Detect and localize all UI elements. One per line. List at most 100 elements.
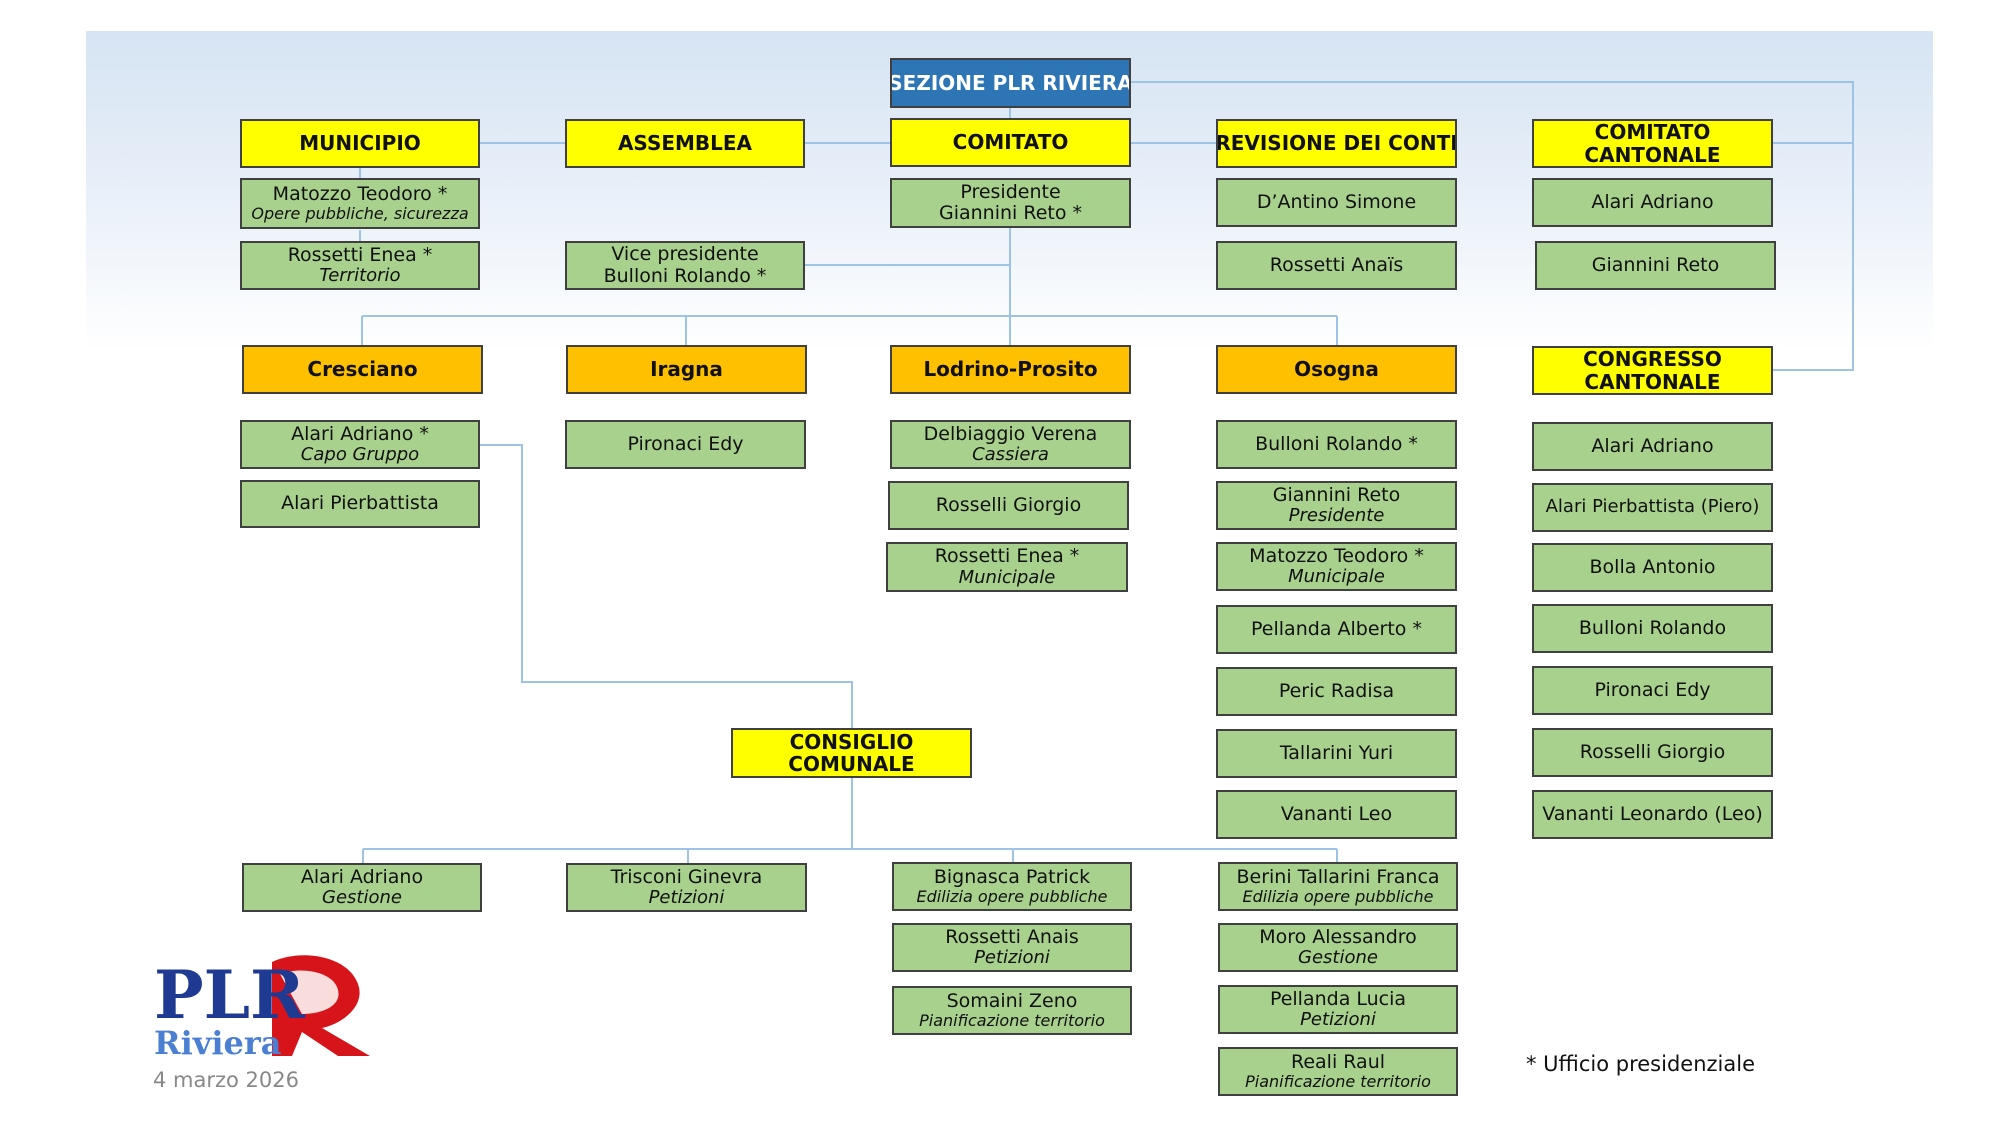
osogna-member-4: Pellanda Alberto * bbox=[1216, 605, 1457, 654]
revisione-member-1: D’Antino Simone bbox=[1216, 178, 1457, 227]
congresso-member-1: Alari Adriano bbox=[1532, 422, 1773, 471]
member-role: Petizioni bbox=[1300, 1009, 1376, 1031]
congresso-member-3: Bolla Antonio bbox=[1532, 543, 1773, 592]
member-role: Pianificazione territorio bbox=[1245, 1072, 1431, 1092]
member-name: Giannini Reto bbox=[1272, 483, 1401, 506]
consiglio-member: Alari Adriano Gestione bbox=[242, 863, 482, 912]
osogna-member-3: Matozzo Teodoro * Municipale bbox=[1216, 542, 1457, 591]
congresso-member-2: Alari Pierbattista (Piero) bbox=[1532, 483, 1773, 532]
comitato-cantonale-label-1: COMITATO bbox=[1594, 120, 1711, 145]
member-role: Cassiera bbox=[972, 444, 1049, 466]
member-role: Edilizia opere pubbliche bbox=[1242, 887, 1434, 907]
comitato-member-1: Presidente Giannini Reto * bbox=[890, 178, 1131, 228]
comitato-cantonale-label-2: CANTONALE bbox=[1584, 142, 1721, 167]
iragna-header: Iragna bbox=[566, 345, 807, 394]
assemblea-label: ASSEMBLEA bbox=[617, 131, 753, 156]
member-role: Edilizia opere pubbliche bbox=[916, 887, 1108, 907]
member-name: Rossetti Anais bbox=[945, 925, 1079, 948]
cresciano-header: Cresciano bbox=[242, 345, 483, 394]
member-name: Trisconi Ginevra bbox=[610, 865, 763, 888]
cresciano-member-1: Alari Adriano * Capo Gruppo bbox=[240, 420, 480, 469]
comitato-cantonale-member-2: Giannini Reto bbox=[1535, 241, 1776, 290]
member-name: Matozzo Teodoro * bbox=[272, 182, 448, 205]
assemblea-member-1: Vice presidente Bulloni Rolando * bbox=[565, 241, 805, 290]
member-name: Berini Tallarini Franca bbox=[1236, 865, 1440, 888]
member-name: Rosselli Giorgio bbox=[935, 493, 1082, 516]
cresciano-label: Cresciano bbox=[307, 357, 418, 382]
congresso-member-4: Bulloni Rolando bbox=[1532, 604, 1773, 653]
member-name: Vananti Leonardo (Leo) bbox=[1542, 802, 1763, 825]
member-name: Pironaci Edy bbox=[627, 432, 744, 455]
member-name: Bignasca Patrick bbox=[933, 865, 1091, 888]
member-name: Somaini Zeno bbox=[946, 989, 1078, 1012]
member-role: Territorio bbox=[319, 265, 401, 287]
osogna-label: Osogna bbox=[1294, 357, 1379, 382]
congresso-member-6: Rosselli Giorgio bbox=[1532, 728, 1773, 777]
member-role: Pianificazione territorio bbox=[919, 1011, 1105, 1031]
comitato-label: COMITATO bbox=[952, 130, 1069, 155]
member-name: Pellanda Alberto * bbox=[1251, 617, 1422, 640]
logo-flame-highlight bbox=[280, 970, 339, 1014]
municipio-label: MUNICIPIO bbox=[299, 131, 421, 156]
consiglio-header: CONSIGLIO COMUNALE bbox=[731, 728, 972, 778]
osogna-member-6: Tallarini Yuri bbox=[1216, 729, 1457, 778]
congresso-member-5: Pironaci Edy bbox=[1532, 666, 1773, 715]
footnote: * Ufficio presidenziale bbox=[1526, 1052, 1755, 1076]
member-name: Giannini Reto bbox=[1591, 253, 1720, 276]
member-role: Capo Gruppo bbox=[300, 444, 420, 466]
member-role: Bulloni Rolando * bbox=[603, 264, 767, 287]
municipio-member-2: Rossetti Enea * Territorio bbox=[240, 241, 480, 290]
member-name: Alari Adriano * bbox=[291, 422, 429, 445]
member-name: Rosselli Giorgio bbox=[1579, 740, 1726, 763]
congresso-member-7: Vananti Leonardo (Leo) bbox=[1532, 790, 1773, 839]
osogna-member-7: Vananti Leo bbox=[1216, 790, 1457, 839]
iragna-label: Iragna bbox=[650, 357, 723, 382]
consiglio-member: Moro Alessandro Gestione bbox=[1218, 923, 1458, 972]
consiglio-member: Berini Tallarini Franca Edilizia opere p… bbox=[1218, 862, 1458, 911]
consiglio-member: Reali Raul Pianificazione territorio bbox=[1218, 1047, 1458, 1096]
member-role: Municipale bbox=[1288, 566, 1385, 588]
osogna-member-1: Bulloni Rolando * bbox=[1216, 420, 1457, 469]
sezione-title: SEZIONE PLR RIVIERA bbox=[890, 70, 1131, 95]
member-name: Peric Radisa bbox=[1278, 679, 1395, 702]
comitato-header: COMITATO bbox=[890, 118, 1131, 167]
revisione-header: REVISIONE DEI CONTI bbox=[1216, 119, 1457, 168]
consiglio-member: Pellanda Lucia Petizioni bbox=[1218, 985, 1458, 1034]
member-name: Bulloni Rolando * bbox=[1255, 432, 1418, 455]
sezione-title-box: SEZIONE PLR RIVIERA bbox=[890, 58, 1131, 108]
member-name: D’Antino Simone bbox=[1256, 190, 1417, 213]
lodrino-member-2: Rosselli Giorgio bbox=[888, 481, 1129, 530]
revisione-label: REVISIONE DEI CONTI bbox=[1216, 131, 1457, 156]
member-name: Delbiaggio Verena bbox=[923, 422, 1098, 445]
date-label: 4 marzo 2026 bbox=[153, 1068, 299, 1092]
member-name: Alari Adriano bbox=[300, 865, 424, 888]
member-name: Moro Alessandro bbox=[1259, 925, 1417, 948]
member-name: Matozzo Teodoro * bbox=[1249, 544, 1424, 567]
member-role: Gestione bbox=[1298, 947, 1378, 969]
member-name: Alari Pierbattista bbox=[281, 492, 439, 515]
member-name: Pironaci Edy bbox=[1594, 678, 1711, 701]
member-name: Reali Raul bbox=[1290, 1050, 1386, 1073]
member-role: Municipale bbox=[958, 566, 1056, 588]
member-role: Opere pubbliche, sicurezza bbox=[251, 204, 469, 224]
member-name: Alari Adriano bbox=[1591, 434, 1714, 457]
consiglio-member: Rossetti Anais Petizioni bbox=[892, 923, 1132, 972]
municipio-member-1: Matozzo Teodoro * Opere pubbliche, sicur… bbox=[240, 178, 480, 229]
logo-text-main: PLR bbox=[154, 956, 306, 1034]
comitato-cantonale-member-1: Alari Adriano bbox=[1532, 178, 1773, 227]
consiglio-label-1: CONSIGLIO bbox=[789, 729, 914, 754]
member-role: Petizioni bbox=[974, 947, 1050, 969]
iragna-member-1: Pironaci Edy bbox=[565, 420, 806, 469]
member-name: Rossetti Enea * bbox=[934, 545, 1080, 568]
osogna-member-2: Giannini Reto Presidente bbox=[1216, 481, 1457, 530]
member-name: Vananti Leo bbox=[1280, 802, 1393, 825]
lodrino-header: Lodrino-Prosito bbox=[890, 345, 1131, 394]
member-name: Rossetti Enea * bbox=[287, 243, 433, 266]
member-name: Alari Pierbattista (Piero) bbox=[1545, 496, 1760, 518]
congresso-label-2: CANTONALE bbox=[1584, 369, 1721, 394]
osogna-member-5: Peric Radisa bbox=[1216, 667, 1457, 716]
member-name: Tallarini Yuri bbox=[1279, 741, 1394, 764]
consiglio-label-2: COMUNALE bbox=[788, 752, 915, 776]
member-name: Bulloni Rolando bbox=[1578, 616, 1727, 639]
